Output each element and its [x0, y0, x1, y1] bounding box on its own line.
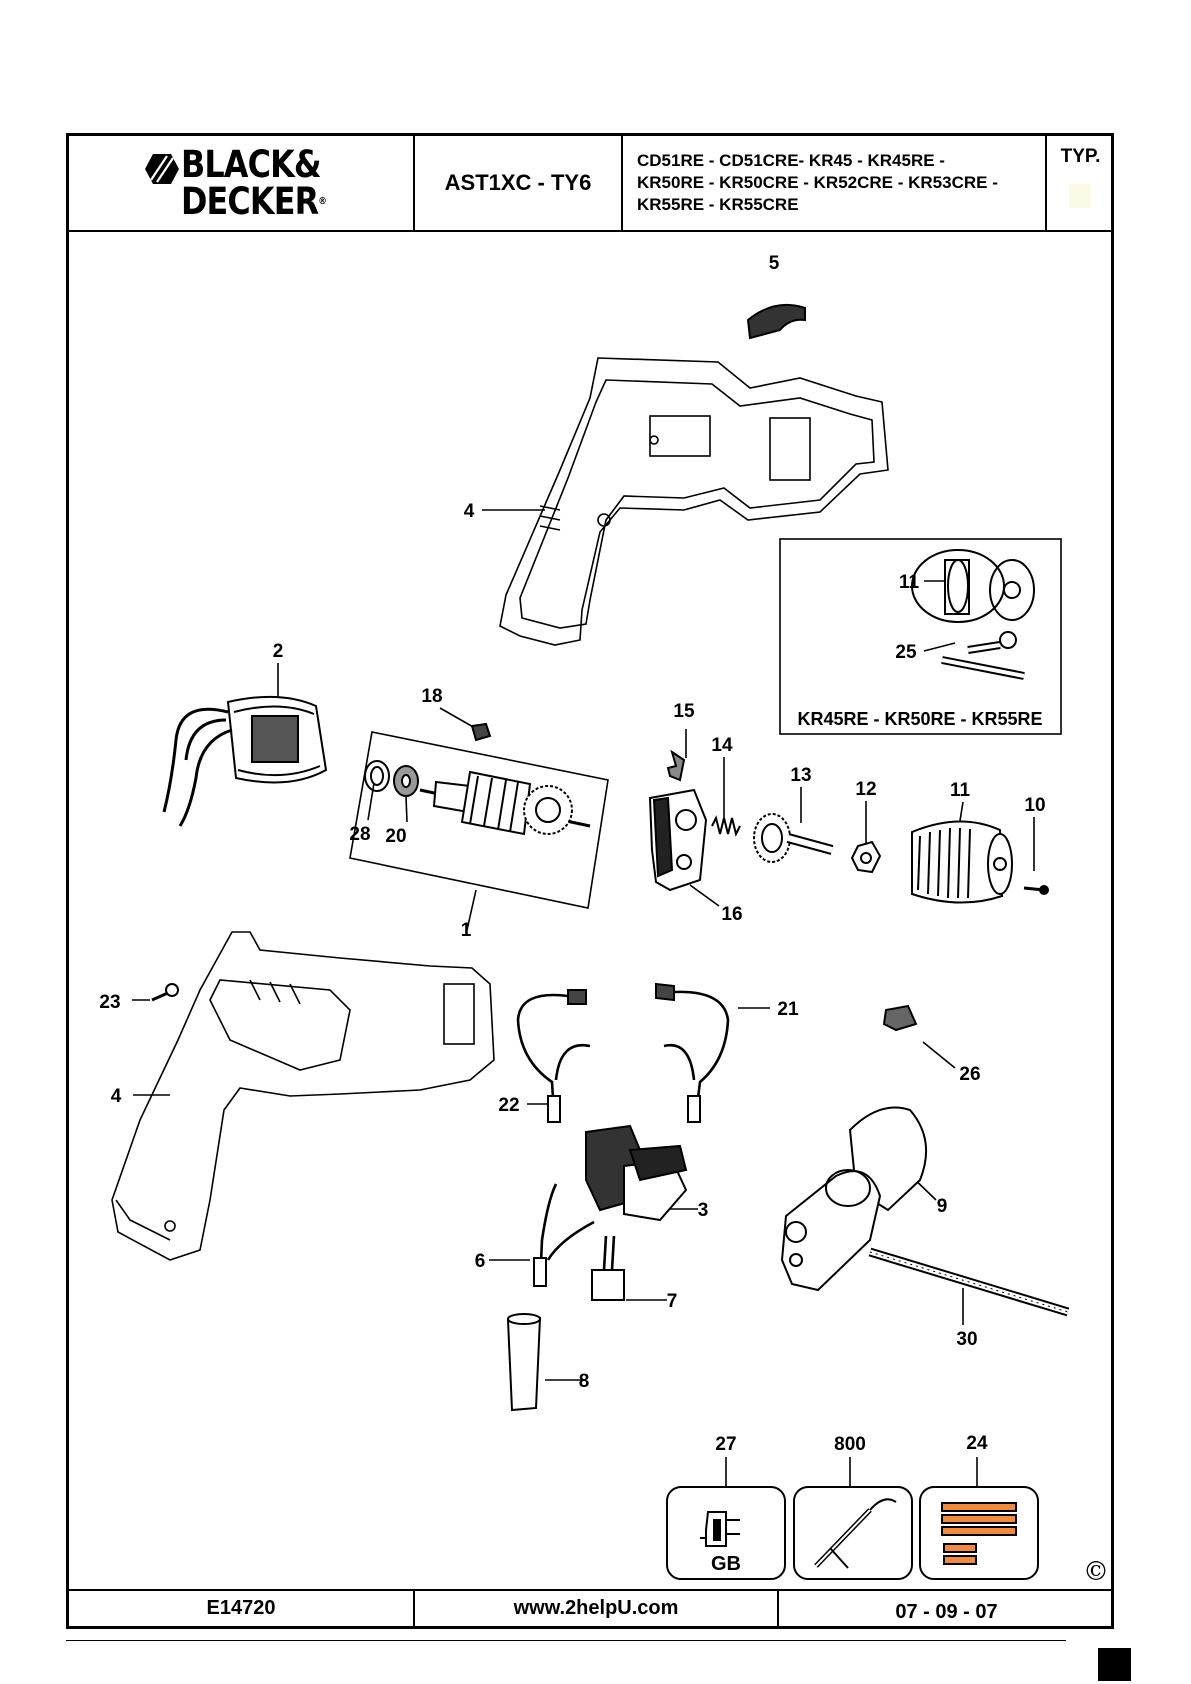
- brand-line2: DECKER®: [181, 180, 327, 223]
- part-labels: 5 4 11 25 2 18 15 14 13 12 11 10 28 20 1…: [99, 253, 1109, 1587]
- part-label: 10: [1024, 795, 1045, 816]
- typ-field: [1069, 184, 1091, 208]
- part-label: 27: [715, 1434, 736, 1455]
- part-label: 6: [475, 1251, 486, 1272]
- part-label: 16: [721, 904, 742, 925]
- hexagon-logo-icon: [145, 154, 179, 184]
- depth-rod-part: [868, 1247, 1070, 1317]
- gear-shaft-part: [753, 813, 834, 863]
- website-link[interactable]: www.2helpU.com: [415, 1591, 779, 1626]
- bearing-28: [364, 760, 390, 792]
- part-label: 28: [349, 824, 370, 845]
- part-label: 11: [950, 780, 971, 801]
- carbon-brush-21: [655, 982, 730, 1123]
- variant-line: CD51RE - CD51CRE- KR45 - KR45RE -: [637, 151, 945, 170]
- keyless-chuck-part: [911, 820, 1013, 904]
- suppressor-part: [591, 1235, 625, 1301]
- side-handle-part: [780, 1106, 927, 1292]
- plug-accessory-box: [666, 1486, 786, 1580]
- inset-caption: KR45RE - KR50RE - KR55RE: [797, 709, 1042, 729]
- soldering-accessory-box: [793, 1486, 913, 1580]
- chuck-key-part: [941, 631, 1025, 680]
- keyed-chuck-part: [911, 549, 1035, 623]
- header-row: BLACK& DECKER® AST1XC - TY6 CD51RE - CD5…: [69, 136, 1111, 232]
- part-label: 7: [667, 1291, 678, 1312]
- connector-block-part: [882, 1004, 918, 1032]
- brand-line2-text: DECKER: [181, 180, 319, 223]
- nut-part: [850, 840, 882, 874]
- part-label: 22: [498, 1095, 519, 1116]
- leader-lines: [132, 509, 1035, 1487]
- variant-list: CD51RE - CD51CRE- KR45 - KR45RE - KR50RE…: [623, 136, 1047, 230]
- part-label: 20: [385, 826, 406, 847]
- part-label: 25: [895, 642, 917, 663]
- part-label: 23: [99, 992, 120, 1013]
- variant-line: KR55RE - KR55CRE: [637, 195, 799, 214]
- model-code: AST1XC - TY6: [415, 136, 623, 230]
- page-corner-marker: [1098, 1648, 1131, 1681]
- spring-clip-part: [666, 749, 686, 782]
- part-label: 11: [899, 572, 920, 593]
- part-label: 2: [273, 641, 284, 662]
- chuck-screw-part: [1023, 885, 1049, 895]
- gear-plate-part: [648, 788, 708, 892]
- bearing-20: [393, 765, 419, 797]
- housing-inner-part: [499, 357, 889, 646]
- plug-label: GB: [711, 1553, 741, 1575]
- variant-line: KR50RE - KR50CRE - KR52CRE - KR53CRE -: [637, 173, 998, 192]
- carbon-brush-22: [516, 989, 591, 1123]
- lead-wire-part: [533, 1183, 595, 1287]
- part-label: 5: [769, 253, 780, 274]
- document-code: E14720: [69, 1591, 415, 1626]
- part-label: 3: [698, 1200, 709, 1221]
- document-date: 07 - 09 - 07: [895, 1601, 998, 1623]
- brand-line1: BLACK&: [181, 143, 322, 186]
- typ-cell: TYP.: [1047, 136, 1114, 230]
- part-label: 26: [959, 1064, 980, 1085]
- part-label: 4: [111, 1086, 122, 1107]
- registered-mark: ®: [318, 196, 327, 207]
- field-coil-part: [162, 695, 328, 827]
- part-label: 4: [464, 501, 475, 522]
- part-label: 30: [956, 1329, 977, 1350]
- cord-guard-part: [506, 1313, 542, 1412]
- copyright-mark: ©: [1083, 1557, 1109, 1587]
- spring-part: [711, 815, 741, 837]
- armature-part: [419, 770, 591, 836]
- brush-clip-part: [470, 722, 492, 742]
- inset-box: [779, 538, 1062, 735]
- part-label: 13: [790, 765, 811, 786]
- part-label: 18: [421, 686, 442, 707]
- housing-outer-part: [111, 931, 495, 1261]
- part-label: 1: [461, 920, 472, 941]
- footer-row: E14720 www.2helpU.com 07 - 09 - 07: [69, 1589, 1111, 1626]
- brand-wordmark: BLACK& DECKER®: [181, 143, 327, 223]
- label-accessory-box: [919, 1486, 1039, 1580]
- switch-button-part: [746, 304, 806, 340]
- part-label: 14: [711, 735, 733, 756]
- part-label: 21: [777, 999, 799, 1020]
- part-label: 800: [834, 1434, 866, 1455]
- typ-label: TYP.: [1060, 146, 1101, 167]
- trigger-switch-part: [585, 1124, 688, 1222]
- page-bottom-rule: [66, 1640, 1066, 1641]
- brand-logo: BLACK& DECKER®: [69, 136, 415, 230]
- part-label: 12: [855, 779, 876, 800]
- part-label: 9: [937, 1196, 948, 1217]
- part-label: 24: [966, 1433, 988, 1454]
- armature-group: [349, 731, 609, 909]
- diagram-frame: BLACK& DECKER® AST1XC - TY6 CD51RE - CD5…: [66, 133, 1114, 1629]
- housing-screw-part: [151, 983, 179, 1002]
- part-label: 15: [673, 701, 695, 722]
- part-label: 8: [579, 1371, 590, 1392]
